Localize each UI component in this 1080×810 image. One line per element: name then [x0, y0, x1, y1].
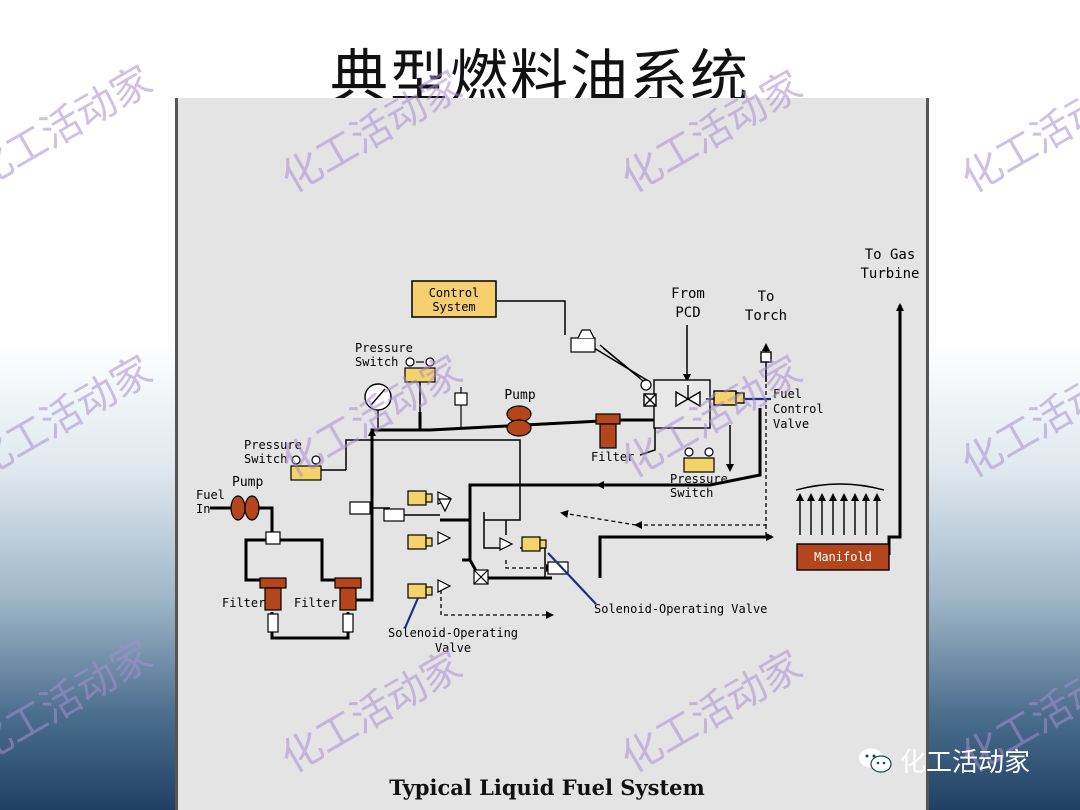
from-pcd-label-1: From — [671, 286, 705, 302]
main-pipes — [210, 303, 904, 640]
solenoid-right-label: Solenoid-Operating Valve — [594, 602, 767, 616]
pressure-switch-right — [683, 447, 715, 473]
to-torch-label-2: Torch — [745, 308, 787, 324]
pressure-switch-left-label-2: Switch — [244, 452, 287, 466]
diagram-panel — [175, 98, 929, 810]
filter-left-label: Filter — [222, 596, 265, 610]
control-system: Control System — [411, 280, 497, 318]
diagram-labels: From PCD To Torch To Gas Turbine Pressur… — [196, 247, 920, 655]
filter-main-label: Filter — [591, 450, 634, 464]
solenoid-valves — [407, 490, 547, 599]
fuel-in-label-2: In — [196, 502, 210, 516]
diagram-caption: Typical Liquid Fuel System — [389, 775, 704, 800]
to-gas-turbine-label-2: Turbine — [860, 266, 919, 282]
manifold: Manifold — [796, 543, 890, 571]
account-badge: 化工活动家 — [858, 742, 1030, 779]
fuel-in-label-1: Fuel — [196, 488, 225, 502]
control-system-label-1: Control — [429, 286, 480, 300]
solenoid-bottom-label-2: Valve — [435, 641, 471, 655]
pressure-switch-left — [290, 455, 322, 481]
filter-left — [259, 577, 287, 633]
inline-valves — [265, 501, 569, 585]
dashed-lines — [440, 370, 767, 619]
callout-lines — [403, 397, 771, 629]
fuel-control-valve — [643, 351, 772, 429]
pressure-gauge-icon — [364, 383, 392, 428]
check-valve-icon — [454, 387, 468, 428]
from-pcd-label-2: PCD — [675, 305, 700, 321]
pressure-switch-right-label-1: Pressure — [670, 472, 728, 486]
pressure-switch-right-label-2: Switch — [670, 486, 713, 500]
wechat-icon — [859, 748, 892, 773]
pressure-switch-top-label-1: Pressure — [355, 341, 413, 355]
fuel-control-valve-label-2: Control — [773, 402, 824, 416]
fuel-control-valve-label-3: Valve — [773, 417, 809, 431]
filter-main — [595, 413, 621, 449]
manifold-label: Manifold — [814, 550, 872, 564]
to-torch-label-1: To — [758, 289, 775, 305]
control-system-label-2: System — [432, 300, 475, 314]
pump-inlet — [230, 495, 260, 521]
filter-right-label: Filter — [294, 596, 337, 610]
pump-main-label: Pump — [504, 388, 535, 403]
actuator — [570, 329, 652, 391]
solenoid-bottom-label-1: Solenoid-Operating — [388, 626, 518, 640]
pressure-switch-left-label-1: Pressure — [244, 438, 302, 452]
badge-text: 化工活动家 — [900, 748, 1031, 778]
pressure-switch-top-label-2: Switch — [355, 355, 398, 369]
to-gas-turbine-label-1: To Gas — [865, 247, 916, 263]
pump-inlet-label: Pump — [232, 475, 263, 490]
nozzles — [795, 483, 885, 535]
fuel-control-valve-label-1: Fuel — [773, 387, 802, 401]
pressure-switch-top — [404, 357, 436, 383]
filter-right — [334, 577, 362, 633]
pump-main — [506, 405, 532, 437]
